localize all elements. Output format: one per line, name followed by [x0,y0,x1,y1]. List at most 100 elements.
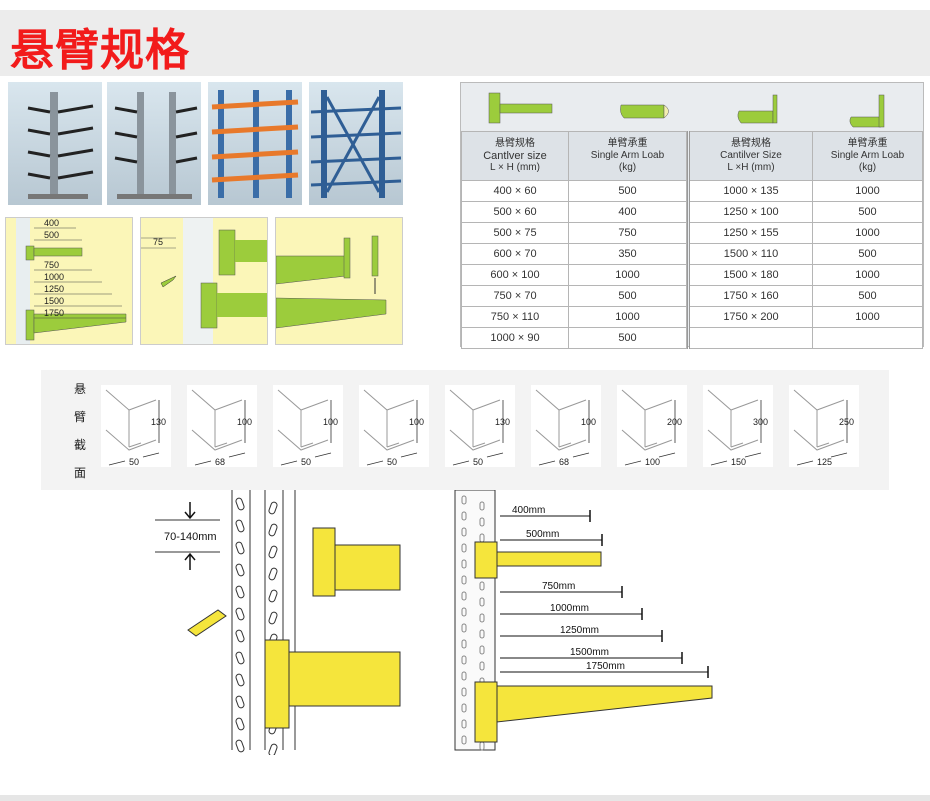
section-label-char: 面 [74,466,87,480]
section-label-char: 悬 [74,382,87,396]
arm-load-cell: 400 [568,201,687,223]
rack-photo-gray-1 [8,82,102,205]
section-label-char: 截 [74,438,87,452]
section-label-char: 臂 [74,410,87,424]
arm-size-cell [688,327,813,349]
arm-size-cell: 400 × 60 [461,180,569,202]
profile-height-label: 100 [323,417,338,427]
arm-size-cell: 1250 × 155 [688,222,813,244]
arm-type-icons [488,92,885,128]
arm-size-cell: 1500 × 180 [688,264,813,286]
arm-load-cell: 500 [812,201,923,223]
arm-load-cell: 500 [568,285,687,307]
profile-width-label: 125 [817,457,832,467]
arm-size-cell: 600 × 100 [461,264,569,286]
arm-length-label: 750 [44,260,59,270]
arm-load-cell: 1000 [568,264,687,286]
arm-mount-diagram-small: 75 [140,217,268,345]
arm-size-cell: 1500 × 110 [688,243,813,265]
arm-load-cell: 1000 [812,222,923,244]
page-title: 悬臂规格 [10,25,190,76]
arm-length-label: 1000mm [550,603,589,614]
arm-pin-diagram-small [275,217,403,345]
profile-drawing: 100 50 [273,385,343,467]
profile-drawings: 1305010068100501005013050100682001003001… [101,385,859,467]
profile-width-label: 150 [731,457,746,467]
arm-load-cell: 750 [568,222,687,244]
arm-length-label: 1000 [44,272,64,282]
pitch-label: 75 [153,237,163,247]
arm-mount-diagram-large: 70-140mm [155,490,401,755]
profile-height-label: 130 [495,417,510,427]
arm-size-cell: 500 × 60 [461,201,569,223]
arm-length-label: 500 [44,230,59,240]
profile-height-label: 130 [151,417,166,427]
profile-drawing: 100 50 [359,385,429,467]
arm-size-cell: 600 × 70 [461,243,569,265]
arm-size-cell: 750 × 110 [461,306,569,328]
arm-length-label: 1500 [44,296,64,306]
arm-load-cell: 1000 [812,180,923,202]
profile-height-label: 100 [409,417,424,427]
profile-drawing: 130 50 [101,385,171,467]
arm-length-label: 400mm [512,505,545,516]
rack-photo-orange [208,82,302,205]
arm-size-cell: 500 × 75 [461,222,569,244]
profile-width-label: 50 [387,457,397,467]
arm-load-cell [812,327,923,349]
pitch-label: 70-140mm [164,531,217,543]
arm-length-label: 500mm [526,529,559,540]
arm-load-cell: 1000 [568,306,687,328]
arm-length-label: 1750 [44,308,64,318]
profile-height-label: 100 [581,417,596,427]
arm-size-cell: 1250 × 100 [688,201,813,223]
profile-height-label: 200 [667,417,682,427]
title-banner [0,10,930,76]
arm-load-cell: 1000 [812,264,923,286]
arm-load-cell: 1000 [812,306,923,328]
arm-load-cell: 500 [812,243,923,265]
arm-load-cell: 350 [568,243,687,265]
arm-size-cell: 750 × 70 [461,285,569,307]
arm-length-label: 1750mm [586,661,625,672]
profile-width-label: 50 [301,457,311,467]
rack-photo-gray-2 [107,82,201,205]
arm-size-cell: 1000 × 135 [688,180,813,202]
profile-height-label: 100 [237,417,252,427]
arm-load-cell: 500 [568,327,687,349]
profile-width-label: 68 [215,457,225,467]
profile-drawing: 100 68 [187,385,257,467]
profile-height-label: 250 [839,417,854,427]
profile-drawing: 250 125 [789,385,859,467]
arm-length-label: 1250mm [560,625,599,636]
arm-load-cell: 500 [812,285,923,307]
profile-width-label: 50 [129,457,139,467]
profile-width-label: 50 [473,457,483,467]
arm-length-label: 750mm [542,581,575,592]
